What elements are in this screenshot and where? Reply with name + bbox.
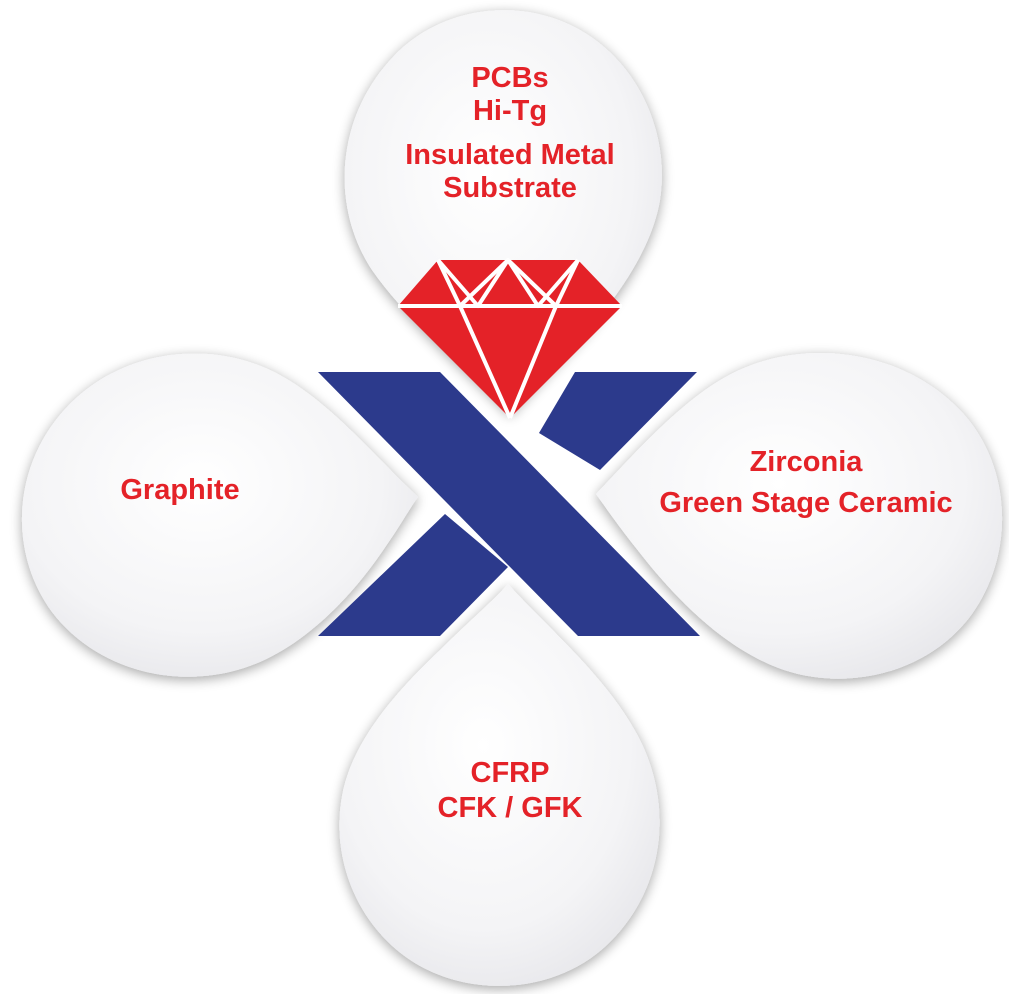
label-left-line-1: Graphite (120, 474, 240, 506)
diamond-body (398, 260, 622, 418)
label-top-line-3: Insulated Metal (405, 138, 615, 171)
diamond-icon (398, 258, 622, 419)
label-right: Zirconia Green Stage Ceramic (606, 442, 1006, 523)
x-logo-icon (318, 372, 700, 636)
petal-right (596, 352, 1003, 679)
label-top-line-1: PCBs (471, 62, 549, 94)
label-right-line-2: Green Stage Ceramic (659, 486, 953, 519)
label-bottom: CFRP CFK / GFK (380, 756, 640, 826)
label-left: Graphite (60, 474, 300, 507)
x-logo-stroke-upper (539, 372, 697, 470)
label-top-line-2: Hi-Tg (472, 95, 548, 128)
label-top: PCBs Hi-Tg Insulated Metal Substrate (360, 62, 660, 205)
label-top-line-4: Substrate (443, 172, 577, 205)
x-logo-stroke-main (318, 372, 700, 636)
label-bottom-line-1: CFRP (470, 757, 550, 789)
petal-bottom (339, 584, 660, 986)
petal-left (21, 353, 419, 677)
label-right-line-1: Zirconia (749, 446, 863, 478)
label-bottom-line-2: CFK / GFK (437, 791, 583, 824)
x-logo-stroke-lower (318, 514, 508, 636)
